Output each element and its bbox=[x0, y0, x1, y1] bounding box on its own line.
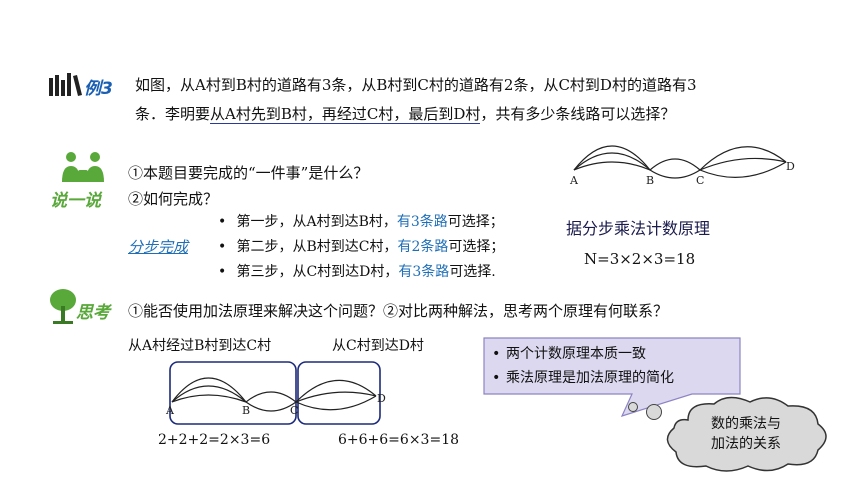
discuss-question-2: ②如何完成？ bbox=[128, 190, 219, 208]
step-1-highlight: 有3条路 bbox=[396, 214, 448, 230]
think-text: ①能否使用加法原理来解决这个问题？②对比两种解法，思考两个原理有何联系？ bbox=[128, 302, 669, 320]
node-label: A bbox=[165, 404, 175, 417]
bullet-icon: • bbox=[218, 264, 227, 280]
node-label: B bbox=[646, 174, 654, 187]
think-badge: 思考 bbox=[48, 288, 124, 328]
callout-item-text: 乘法原理是加法原理的简化 bbox=[506, 370, 674, 386]
step-3-highlight: 有3条路 bbox=[398, 264, 450, 280]
route-diagram-bottom: A B C D bbox=[165, 361, 386, 425]
example-line-2-post: ，共有多少条线路可以选择？ bbox=[480, 105, 676, 123]
tree-icon bbox=[50, 289, 76, 324]
discuss-question-1: ①本题目要完成的“一件事”是什么？ bbox=[128, 164, 369, 182]
thought-bubble-small bbox=[628, 402, 638, 412]
books-icon bbox=[49, 73, 82, 96]
node-label: C bbox=[290, 404, 298, 417]
example-line-1: 如图，从A村到B村的道路有3条，从B村到C村的道路有2条，从C村到D村的道路有3 bbox=[135, 76, 697, 94]
bullet-icon: • bbox=[492, 346, 501, 362]
bottom-left-formula: 2+2+2=2×3=6 bbox=[158, 432, 271, 448]
bottom-left-title: 从A村经过B村到达C村 bbox=[128, 338, 272, 354]
node-label: A bbox=[569, 174, 579, 187]
callout-item-text: 两个计数原理本质一致 bbox=[506, 346, 646, 362]
node-label: D bbox=[377, 392, 386, 405]
cloud-line-2: 加法的关系 bbox=[711, 436, 781, 452]
cloud-line-1: 数的乘法与 bbox=[711, 416, 781, 432]
step-item: • 第三步，从C村到达D村，有3条路可选择. bbox=[218, 262, 504, 287]
principle-formula: N=3×2×3=18 bbox=[584, 250, 696, 268]
group-box-cd bbox=[297, 361, 381, 425]
bullet-icon: • bbox=[492, 370, 501, 386]
think-badge-label: 思考 bbox=[76, 303, 110, 323]
example-underlined-route: 从A村先到B村，再经过C村，最后到D村 bbox=[210, 105, 481, 124]
bottom-right-title: 从C村到达D村 bbox=[332, 338, 424, 354]
callout-item: • 两个计数原理本质一致 bbox=[492, 344, 674, 368]
discuss-badge-label: 说一说 bbox=[50, 191, 101, 211]
step-2-highlight: 有2条路 bbox=[397, 239, 449, 255]
example-badge-label: 例3 bbox=[84, 79, 113, 99]
steps-list: • 第一步，从A村到达B村，有3条路可选择； • 第二步，从B村到达C村，有2条… bbox=[218, 212, 504, 287]
example-badge: 例3 bbox=[48, 72, 128, 99]
thought-cloud-text: 数的乘法与 加法的关系 bbox=[686, 414, 806, 454]
callout-item: • 乘法原理是加法原理的简化 bbox=[492, 368, 674, 392]
thought-bubble-medium bbox=[646, 404, 662, 420]
bullet-icon: • bbox=[218, 214, 227, 230]
route-diagram-top: A B C D bbox=[569, 145, 795, 187]
node-label: B bbox=[242, 404, 250, 417]
thought-cloud bbox=[666, 396, 827, 472]
step-item: • 第一步，从A村到达B村，有3条路可选择； bbox=[218, 212, 504, 237]
group-box-ac bbox=[169, 361, 297, 425]
step-2-post: 可选择； bbox=[448, 239, 505, 255]
step-2-text: 第二步，从B村到达C村， bbox=[236, 239, 398, 255]
discuss-badge: 说一说 bbox=[48, 150, 118, 212]
node-label: D bbox=[786, 160, 795, 173]
step-item: • 第二步，从B村到达C村，有2条路可选择； bbox=[218, 237, 504, 262]
step-3-post: 可选择. bbox=[449, 264, 496, 280]
example-line-2: 条．李明要从A村先到B村，再经过C村，最后到D村，共有多少条线路可以选择？ bbox=[135, 103, 675, 125]
steps-label: 分步完成 bbox=[128, 238, 189, 256]
step-3-text: 第三步，从C村到达D村， bbox=[236, 264, 399, 280]
example-line-2-pre: 条．李明要 bbox=[135, 105, 211, 123]
bottom-right-formula: 6+6+6=6×3=18 bbox=[338, 432, 460, 448]
people-icon bbox=[62, 152, 104, 182]
step-1-text: 第一步，从A村到达B村， bbox=[236, 214, 397, 230]
bullet-icon: • bbox=[218, 239, 227, 255]
node-label: C bbox=[696, 174, 704, 187]
principle-title: 据分步乘法计数原理 bbox=[566, 219, 711, 238]
callout-list: • 两个计数原理本质一致 • 乘法原理是加法原理的简化 bbox=[492, 344, 674, 392]
step-1-post: 可选择； bbox=[447, 214, 504, 230]
